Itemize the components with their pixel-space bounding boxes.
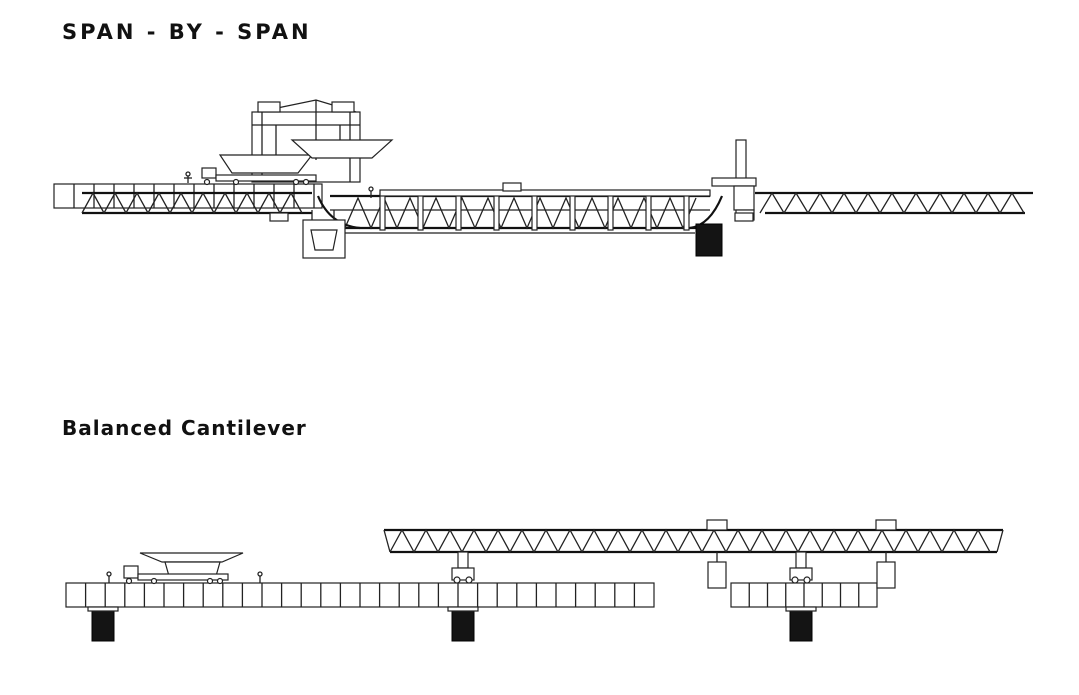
segment-lifter (706, 519, 728, 589)
bearing-support (269, 212, 289, 222)
bearing-support (734, 212, 754, 222)
hanger (379, 193, 386, 231)
pier (451, 608, 475, 642)
segment-transporter-truck (123, 552, 244, 585)
hanger (531, 193, 538, 231)
worker-figure (184, 171, 192, 183)
worker-figure (257, 571, 263, 583)
balanced-cantilever-title: Balanced Cantilever (62, 416, 307, 440)
pier-cap (447, 606, 479, 612)
hanger (493, 193, 500, 231)
truss-support-leg (789, 551, 813, 584)
hanger (645, 193, 652, 231)
main-launching-girder (316, 193, 724, 234)
balanced-cantilever-drawing (65, 519, 1004, 642)
pier-left (302, 210, 346, 259)
hanger (455, 193, 462, 231)
pier (789, 608, 813, 642)
pier-right (695, 223, 723, 257)
hanger (683, 193, 690, 231)
completed-deck (65, 582, 655, 608)
worker-figure (368, 186, 374, 198)
hanger (417, 193, 424, 231)
girder-trolley (502, 182, 522, 192)
pier (91, 608, 115, 642)
completed-deck-left (53, 183, 323, 209)
span-by-span-drawing (53, 99, 1033, 259)
pier-cap (785, 606, 817, 612)
overhead-launching-truss (383, 528, 1004, 554)
hanger (569, 193, 576, 231)
segment-lifter (875, 519, 897, 589)
front-support-tower (711, 139, 757, 221)
segment-transporter-truck (201, 167, 317, 186)
worker-figure (106, 571, 112, 583)
truss-support-leg (451, 551, 475, 584)
hanger (607, 193, 614, 231)
span-by-span-title: SPAN - BY - SPAN (62, 20, 312, 44)
precast-segment-lifted (218, 125, 394, 174)
forward-launching-truss (755, 191, 1033, 215)
pier-cap (87, 606, 119, 612)
cantilever-deck-segments (730, 582, 878, 608)
